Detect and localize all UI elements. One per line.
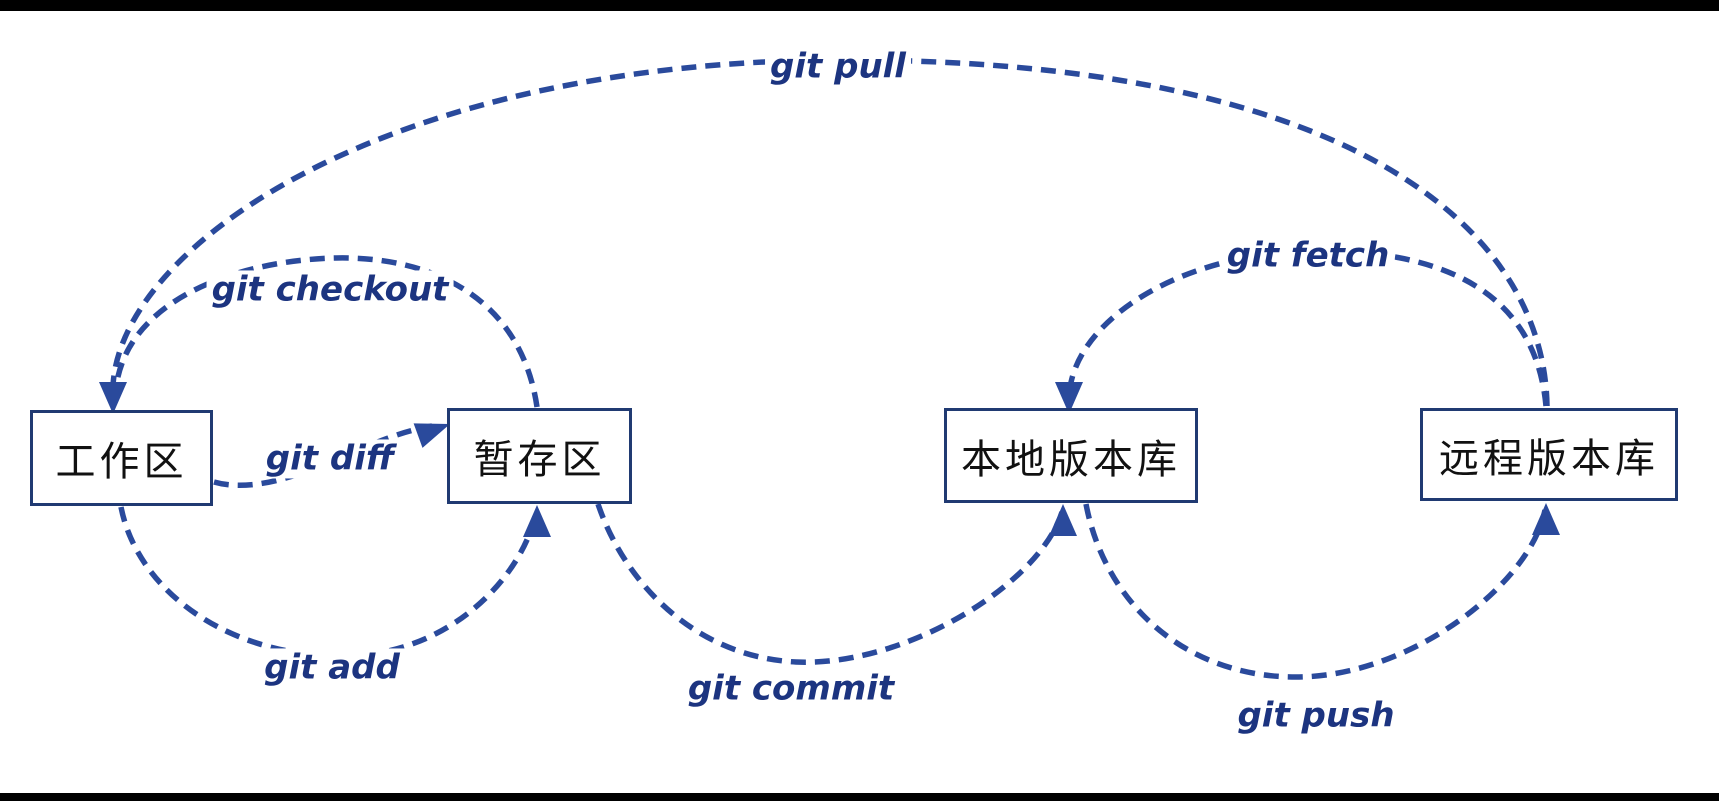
node-remote-repository: 远程版本库	[1420, 408, 1678, 501]
git-pull-arc	[110, 57, 1550, 407]
edge-label-git-add: git add	[259, 648, 405, 688]
git-checkout-arc	[113, 255, 540, 408]
git-push-arc	[1083, 503, 1548, 680]
edge-label-git-push: git push	[1232, 696, 1400, 736]
arrowhead-into-local-bottom	[1049, 504, 1077, 536]
letterbox-bar-top	[0, 0, 1719, 11]
edge-label-git-commit: git commit	[682, 669, 900, 709]
arrowhead-into-staging-bottom	[523, 505, 551, 537]
git-add-arc	[118, 506, 539, 659]
edge-label-git-pull: git pull	[765, 47, 911, 87]
edge-label-git-diff: git diff	[260, 439, 400, 479]
git-diff-arc	[213, 423, 433, 488]
git-commit-arc	[595, 503, 1065, 665]
node-local-repository: 本地版本库	[944, 408, 1198, 503]
letterbox-bar-bottom	[0, 793, 1719, 801]
edge-label-git-fetch: git fetch	[1221, 236, 1395, 276]
arrowhead-into-working-top	[99, 382, 127, 414]
arrowhead-into-staging-left	[413, 423, 450, 448]
arrowhead-into-local-top	[1055, 382, 1083, 414]
arrowhead-into-remote-bottom	[1532, 503, 1560, 535]
edge-label-git-checkout: git checkout	[206, 270, 454, 310]
node-staging-area: 暂存区	[447, 408, 632, 504]
node-working-directory: 工作区	[30, 410, 213, 506]
